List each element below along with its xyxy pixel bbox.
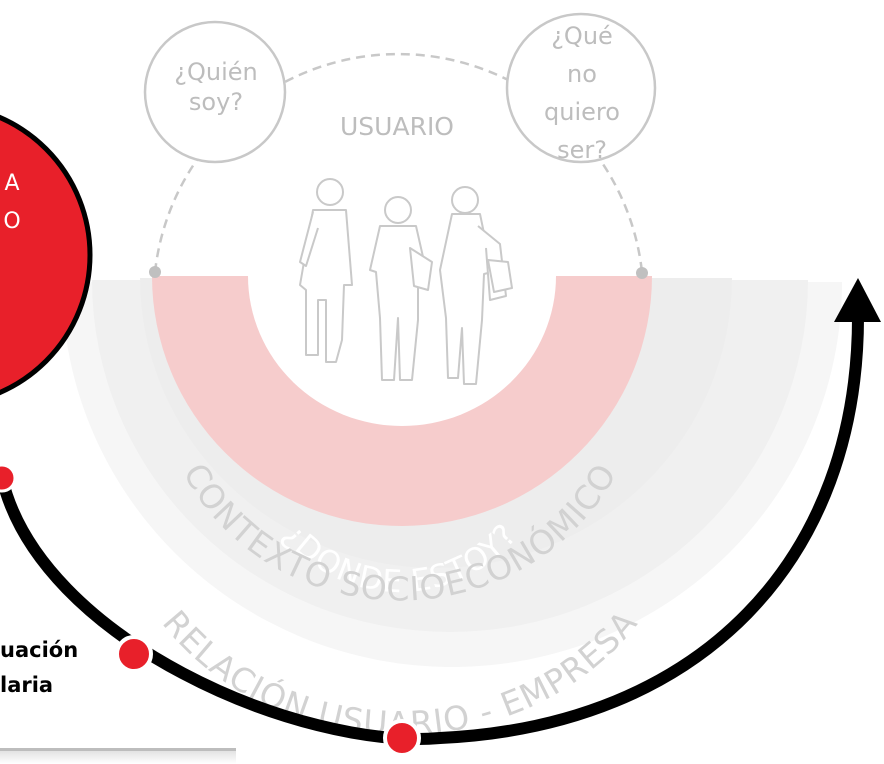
milestone-dot-2 — [115, 635, 153, 673]
bottom-gray-bar — [0, 748, 236, 764]
not-circle-line-1: ¿Qué — [551, 22, 613, 50]
arc-end-dot-right — [636, 267, 648, 279]
side-label-line-2: laria — [0, 673, 53, 697]
arc-end-dot-left — [149, 266, 161, 278]
left-circle-line-2: O — [3, 209, 20, 234]
who-circle-line-1: ¿Quién — [174, 58, 257, 86]
milestone-dot-3 — [383, 719, 421, 757]
milestone-dot-1 — [0, 463, 17, 493]
not-circle-line-2: no — [567, 60, 597, 88]
journey-arc — [0, 306, 865, 745]
not-circle-line-3: quiero — [544, 98, 620, 126]
who-circle-line-2: soy? — [189, 88, 243, 116]
walking-people-illustration — [299, 178, 513, 385]
who-i-dont-want-circle — [505, 12, 657, 164]
arrow-up-icon — [834, 278, 881, 322]
left-red-circle — [0, 114, 93, 396]
user-label: USUARIO — [340, 112, 454, 141]
side-label-line-1: uación — [0, 638, 78, 662]
bottom-gray-bar-edge — [0, 748, 236, 751]
not-circle-line-4: ser? — [557, 136, 607, 164]
left-circle-line-1: A — [4, 171, 19, 196]
user-dashed-arc — [153, 52, 644, 273]
who-am-i-circle — [143, 20, 287, 164]
